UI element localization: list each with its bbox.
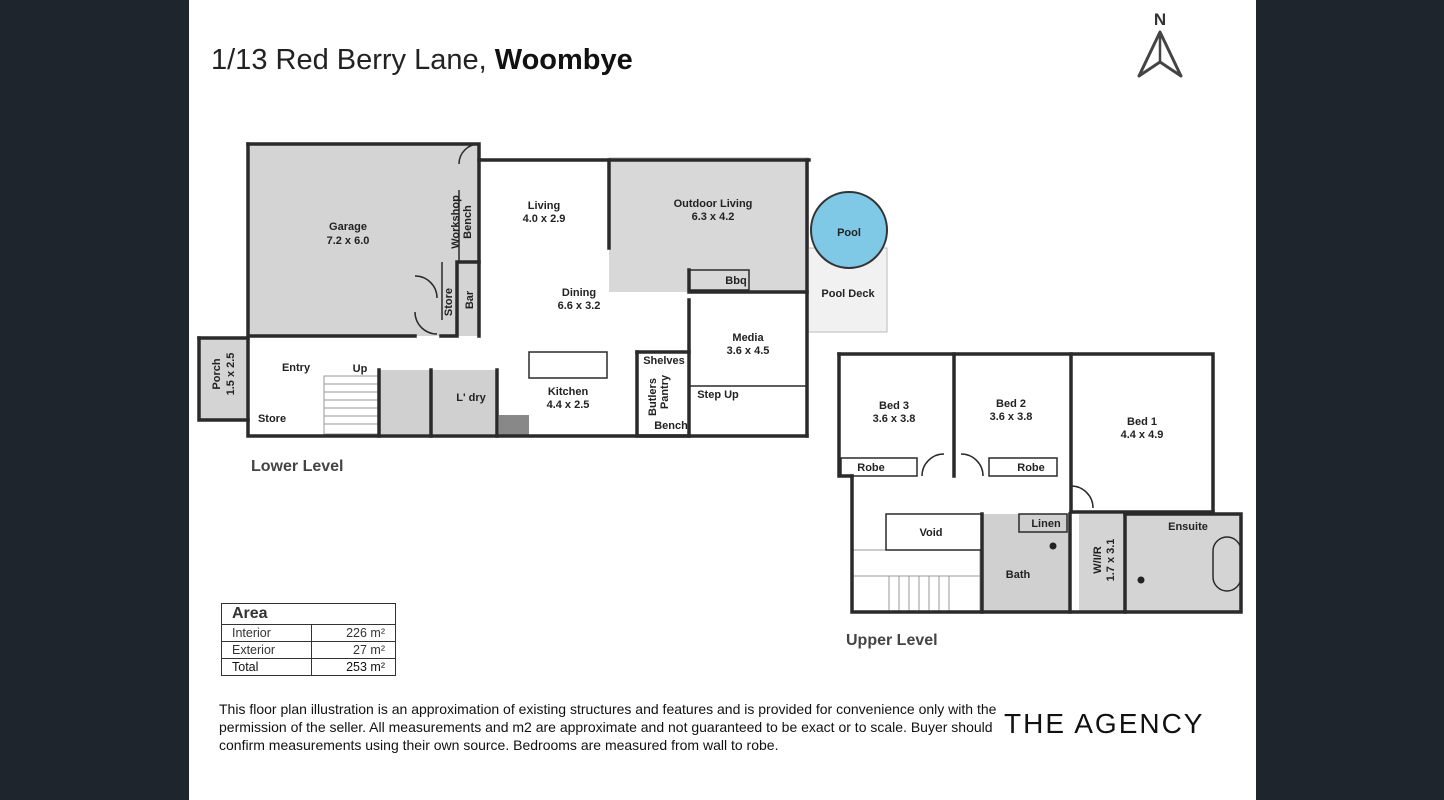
area-row-value: 27 m² [310,641,397,659]
kitchen-dim: 4.4 x 2.5 [547,399,590,411]
porch-label: Porch [211,358,223,389]
living-label: Living [528,200,560,212]
area-row-interior: Interior 226 m² [221,624,397,642]
bed1-label: Bed 1 [1127,416,1157,428]
north-label: N [1154,10,1166,29]
bench-label: Bench [654,420,688,432]
area-row-exterior: Exterior 27 m² [221,641,397,659]
bbq-label: Bbq [725,275,746,287]
bar-label: Bar [464,290,476,309]
bed2-dim: 3.6 x 3.8 [990,411,1033,423]
dining-label: Dining [562,287,596,299]
ensuite-label: Ensuite [1168,521,1208,533]
garage-dim: 7.2 x 6.0 [327,235,370,247]
pool-label: Pool [837,227,861,239]
butlers-label: Butlers [647,378,659,416]
suburb: Woombye [494,44,633,76]
void-label: Void [919,527,942,539]
floor-plan-sheet: 1/13 Red Berry Lane, Woombye N [189,0,1256,800]
area-row-value: 253 m² [310,658,397,676]
shelves-label: Shelves [643,355,685,367]
laundry-label: L' dry [456,392,486,404]
entry-label: Entry [282,362,311,374]
living-dim: 4.0 x 2.9 [523,213,566,225]
area-table: Area Interior 226 m² Exterior 27 m² Tota… [221,603,397,676]
workshop-bench-label: Bench [462,205,474,239]
north-arrow-icon: N [1137,10,1183,78]
area-row-label: Interior [221,624,312,642]
wir-dim: 1.7 x 3.1 [1105,539,1117,582]
agency-logo: THE AGENCY [1004,708,1205,739]
media-dim: 3.6 x 4.5 [727,345,770,357]
bed2-label: Bed 2 [996,398,1026,410]
bath-label: Bath [1006,569,1031,581]
bed3-label: Bed 3 [879,400,909,412]
pool-deck-label: Pool Deck [821,288,875,300]
area-row-total: Total 253 m² [221,658,397,676]
outdoor-living-dim: 6.3 x 4.2 [692,211,735,223]
porch-dim: 1.5 x 2.5 [225,353,237,396]
pantry-label: Pantry [659,374,671,409]
outdoor-living-label: Outdoor Living [674,198,753,210]
stairs-up-label: Up [353,363,368,375]
area-heading: Area [221,603,396,625]
step-up-label: Step Up [697,389,739,401]
dining-dim: 6.6 x 3.2 [558,300,601,312]
linen-label: Linen [1031,518,1061,530]
address: 1/13 Red Berry Lane, [211,44,487,76]
floor-plan-drawing: Garage 7.2 x 6.0 Workshop Bench Store Ba… [197,142,1243,614]
robe-bed2-label: Robe [1017,462,1045,474]
bed3-dim: 3.6 x 3.8 [873,413,916,425]
store-label: Store [443,288,455,316]
property-title: 1/13 Red Berry Lane, Woombye [211,44,633,77]
robe-bed3-label: Robe [857,462,885,474]
area-row-value: 226 m² [310,624,397,642]
kitchen-label: Kitchen [548,386,589,398]
store-entry-label: Store [258,413,286,425]
garage-label: Garage [329,221,367,233]
workshop-label: Workshop [450,195,462,249]
media-label: Media [732,332,764,344]
bed1-dim: 4.4 x 4.9 [1121,429,1164,441]
wir-label: W/I/R [1092,546,1104,574]
disclaimer-text: This floor plan illustration is an appro… [219,701,997,753]
area-row-label: Exterior [221,641,312,659]
lower-level-label: Lower Level [251,458,344,475]
upper-level-label: Upper Level [846,632,938,649]
area-row-label: Total [221,658,312,676]
